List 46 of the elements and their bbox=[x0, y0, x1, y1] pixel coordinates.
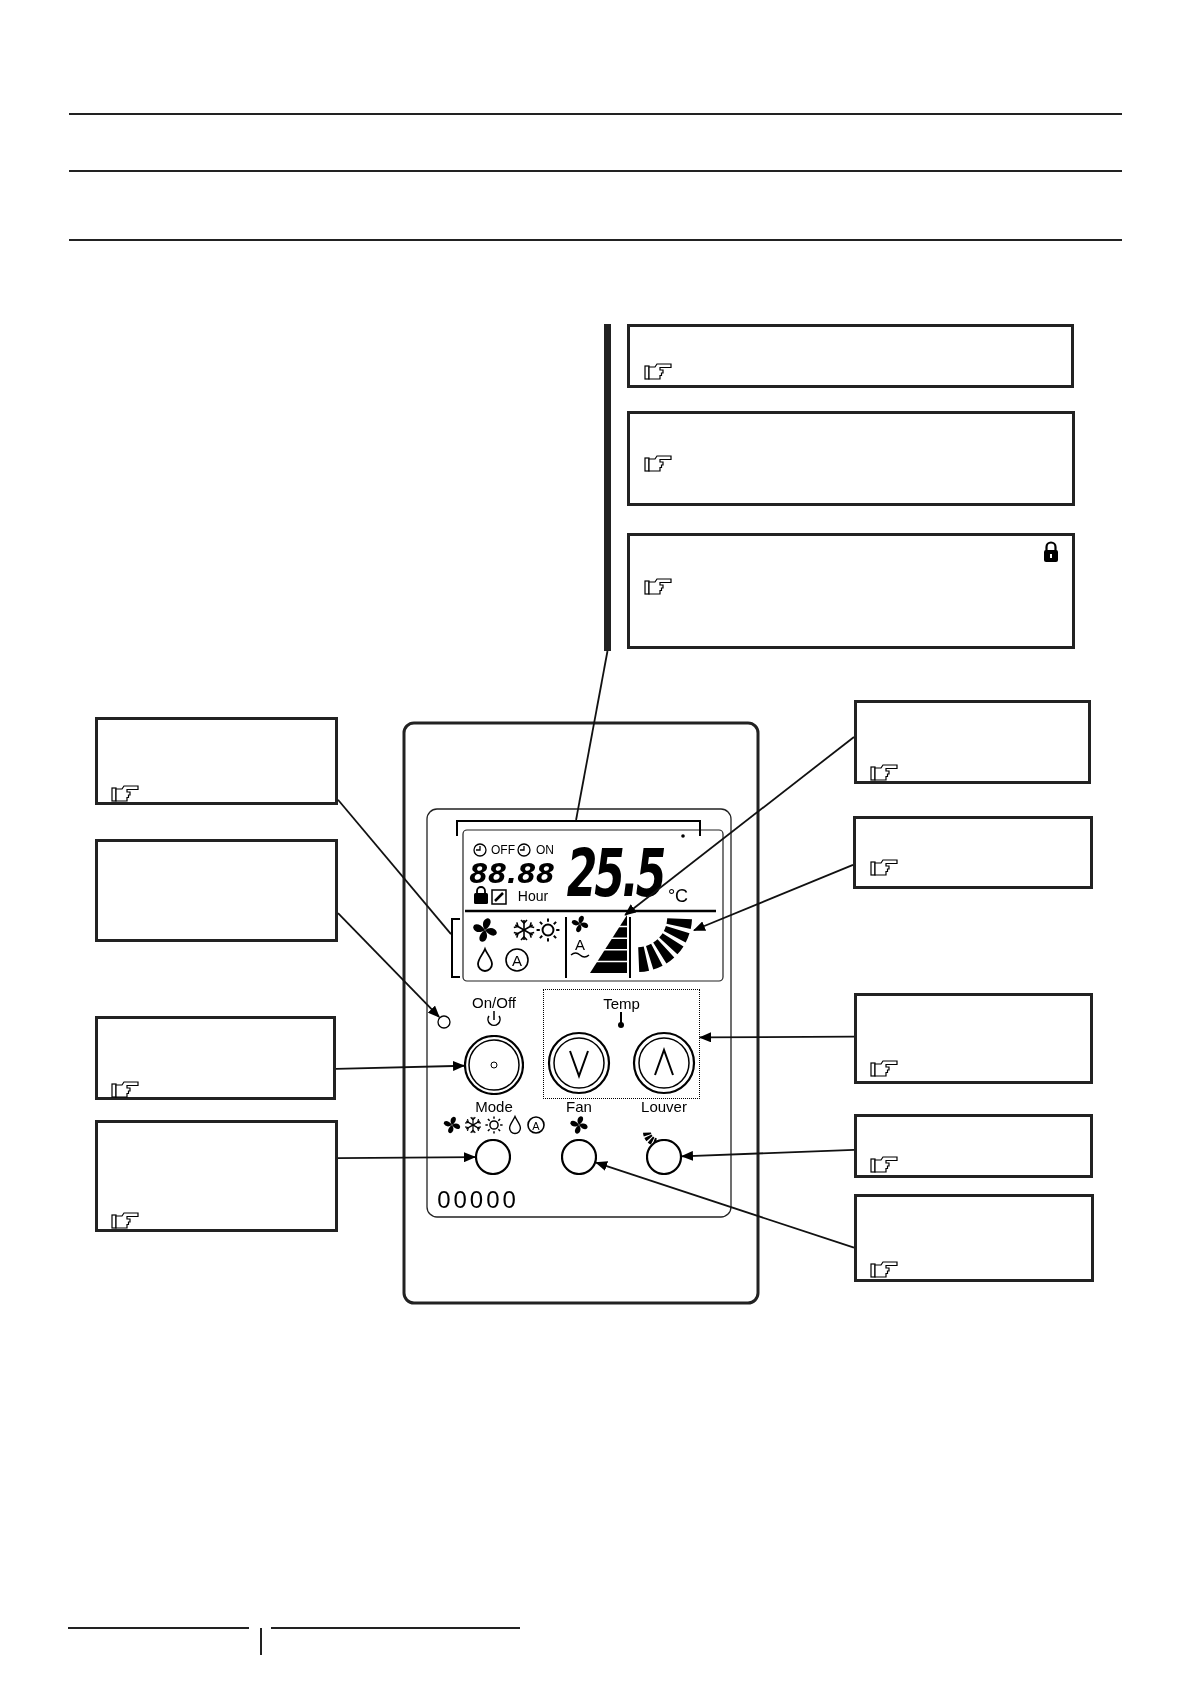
display-text: Hour bbox=[517, 889, 549, 903]
arrow bbox=[595, 1161, 855, 1249]
callout-box bbox=[853, 816, 1093, 889]
callout-box bbox=[95, 1016, 336, 1100]
arrow bbox=[699, 1032, 855, 1043]
callout-box bbox=[95, 717, 338, 805]
arrow bbox=[681, 1148, 855, 1161]
arrow bbox=[337, 912, 440, 1018]
callout-box bbox=[854, 993, 1093, 1084]
on-off-button bbox=[464, 1035, 524, 1095]
display-text: 00000 bbox=[437, 1188, 519, 1212]
callout-box bbox=[627, 324, 1074, 388]
button-label: Louver bbox=[641, 1098, 687, 1114]
arrow bbox=[693, 864, 854, 932]
louver-indicator bbox=[636, 916, 694, 973]
fan-button bbox=[561, 1139, 597, 1175]
arrow bbox=[335, 1061, 465, 1071]
arrow bbox=[624, 736, 855, 916]
display-bracket bbox=[456, 820, 701, 836]
louver-button bbox=[646, 1139, 682, 1175]
callout-box bbox=[854, 1114, 1093, 1178]
callout-box bbox=[854, 700, 1091, 784]
button-label: Fan bbox=[566, 1098, 592, 1114]
callout-box bbox=[627, 411, 1075, 506]
indicator-lamp bbox=[437, 1015, 451, 1029]
callout-box bbox=[854, 1194, 1094, 1282]
leader-line bbox=[575, 650, 609, 821]
leader-line bbox=[337, 798, 452, 936]
button-label: On/Off bbox=[472, 994, 516, 1010]
display-text: 88.88 bbox=[469, 859, 555, 887]
display-text: 25.5 bbox=[566, 840, 664, 906]
display-text: A bbox=[532, 1120, 540, 1132]
button-label: Mode bbox=[475, 1098, 513, 1114]
display-text: A bbox=[575, 936, 585, 952]
group-label: Temp bbox=[603, 996, 640, 1011]
mode-icons-bracket bbox=[451, 918, 460, 978]
callout-box bbox=[95, 839, 338, 942]
callout-box bbox=[95, 1120, 338, 1232]
arrow bbox=[337, 1152, 476, 1163]
temp-button-group bbox=[543, 989, 700, 1099]
display-text: °C bbox=[667, 887, 689, 905]
callout-box bbox=[627, 533, 1075, 649]
display-text: A bbox=[512, 952, 522, 968]
mode-button bbox=[475, 1139, 511, 1175]
fan-speed-bars bbox=[590, 915, 627, 973]
bracket-bar bbox=[604, 324, 611, 651]
